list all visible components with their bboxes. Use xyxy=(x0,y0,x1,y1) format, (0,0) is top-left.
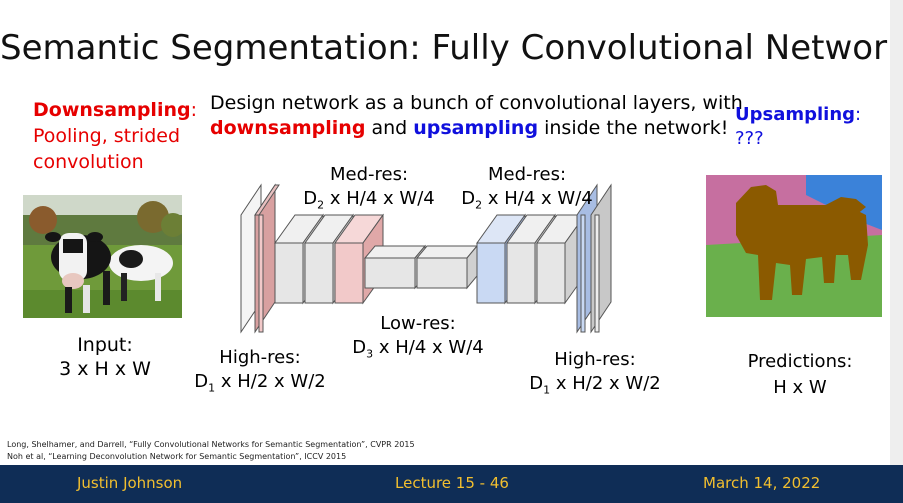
medres-right-rest: x H/4 x W/4 xyxy=(482,188,593,209)
downsampling-colon: : xyxy=(190,99,197,121)
lowres-rest: x H/4 x W/4 xyxy=(373,337,484,358)
medres-right-title: Med-res: xyxy=(487,164,567,185)
lowres-layers xyxy=(363,244,479,290)
upsampling-note: Upsampling: ??? xyxy=(735,103,861,151)
lowres-label: Low-res: D3 x H/4 x W/4 xyxy=(343,312,493,367)
downsampling-note: Downsampling: Pooling, strided convoluti… xyxy=(33,97,197,175)
upsampling-colon: : xyxy=(855,104,862,125)
downsampling-line1: Pooling, strided xyxy=(33,125,181,147)
design-statement: Design network as a bunch of convolution… xyxy=(210,91,743,141)
slide-edge xyxy=(890,0,903,465)
predictions-segmentation-map xyxy=(706,175,882,317)
citation-1: Long, Shelhamer, and Darrell, “Fully Con… xyxy=(7,440,415,449)
design-upsampling-word: upsampling xyxy=(413,117,539,139)
footer-bar: Justin Johnson Lecture 15 - 46 March 14,… xyxy=(0,465,903,503)
medres-left-d: D xyxy=(303,188,318,209)
medres-right-label: Med-res: D2 x H/4 x W/4 xyxy=(452,163,602,218)
predictions-dims: H x W xyxy=(773,377,827,398)
input-label: Input: 3 x H x W xyxy=(55,333,155,381)
upsampling-line1: ??? xyxy=(735,128,764,149)
downsampling-line2: convolution xyxy=(33,151,144,173)
fcn-network-diagram xyxy=(240,183,612,334)
medres-right-layers xyxy=(476,213,586,305)
medres-left-rest: x H/4 x W/4 xyxy=(324,188,435,209)
highres-right-rest: x H/2 x W/2 xyxy=(550,373,661,394)
input-label-title: Input: xyxy=(77,334,133,356)
lowres-title: Low-res: xyxy=(380,313,456,334)
slide-title: Semantic Segmentation: Fully Convolution… xyxy=(0,28,903,68)
medres-right-d: D xyxy=(461,188,476,209)
upsampling-heading: Upsampling xyxy=(735,104,856,125)
design-rest: inside the network! xyxy=(538,117,729,139)
downsampling-heading: Downsampling xyxy=(33,99,191,121)
design-line1: Design network as a bunch of convolution… xyxy=(210,92,743,114)
predictions-title: Predictions: xyxy=(747,351,853,372)
highres-right-title: High-res: xyxy=(554,349,636,370)
highres-left-d: D xyxy=(194,371,209,392)
highres-left-rest: x H/2 x W/2 xyxy=(215,371,326,392)
highres-right-label: High-res: D1 x H/2 x W/2 xyxy=(515,348,675,403)
medres-right-sub: 2 xyxy=(475,198,483,212)
lowres-sub: 3 xyxy=(366,347,374,361)
highres-left-title: High-res: xyxy=(219,347,301,368)
highres-left-layers xyxy=(240,183,280,334)
highres-right-layers xyxy=(576,183,612,334)
design-downsampling-word: downsampling xyxy=(210,117,366,139)
footer-lecture: Lecture 15 - 46 xyxy=(395,474,509,492)
highres-left-label: High-res: D1 x H/2 x W/2 xyxy=(180,346,340,401)
medres-left-title: Med-res: xyxy=(329,164,409,185)
input-cow-photo xyxy=(23,195,182,318)
lowres-d: D xyxy=(352,337,367,358)
footer-date: March 14, 2022 xyxy=(703,474,821,492)
highres-left-sub: 1 xyxy=(208,381,216,395)
predictions-label: Predictions: H x W xyxy=(740,349,860,401)
medres-left-label: Med-res: D2 x H/4 x W/4 xyxy=(294,163,444,218)
input-label-dims: 3 x H x W xyxy=(59,358,151,380)
medres-left-sub: 2 xyxy=(317,198,325,212)
highres-right-sub: 1 xyxy=(543,383,551,397)
footer-author: Justin Johnson xyxy=(77,474,183,492)
design-and: and xyxy=(365,117,414,139)
citation-2: Noh et al, “Learning Deconvolution Netwo… xyxy=(7,452,347,461)
highres-right-d: D xyxy=(529,373,544,394)
